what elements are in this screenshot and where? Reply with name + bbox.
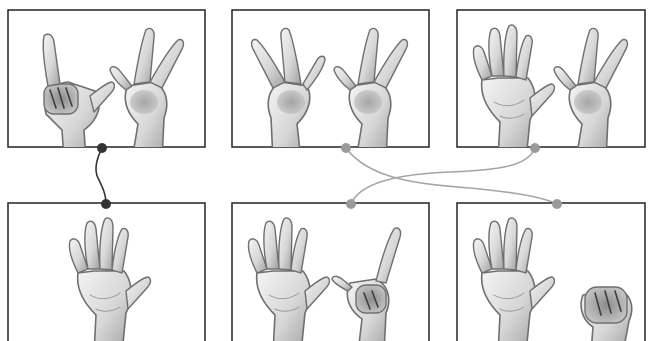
connector-node-light — [341, 143, 351, 153]
connector-top-left-to-bottom-left — [96, 143, 111, 209]
connector-node-light — [530, 143, 540, 153]
frame-top-middle — [232, 10, 429, 160]
connector-node-light — [552, 199, 562, 209]
connector-top-right-to-bottom-middle — [346, 143, 540, 209]
frame-bottom-right — [457, 203, 645, 341]
connector-node-dark — [97, 143, 107, 153]
connector-node-light — [346, 199, 356, 209]
frame-bottom-left — [8, 203, 205, 341]
frame-top-right — [457, 10, 645, 160]
frame-bottom-middle — [232, 203, 429, 341]
connector-top-middle-to-bottom-right — [341, 143, 562, 209]
connector-node-dark — [101, 199, 111, 209]
frame-top-left — [8, 10, 205, 160]
